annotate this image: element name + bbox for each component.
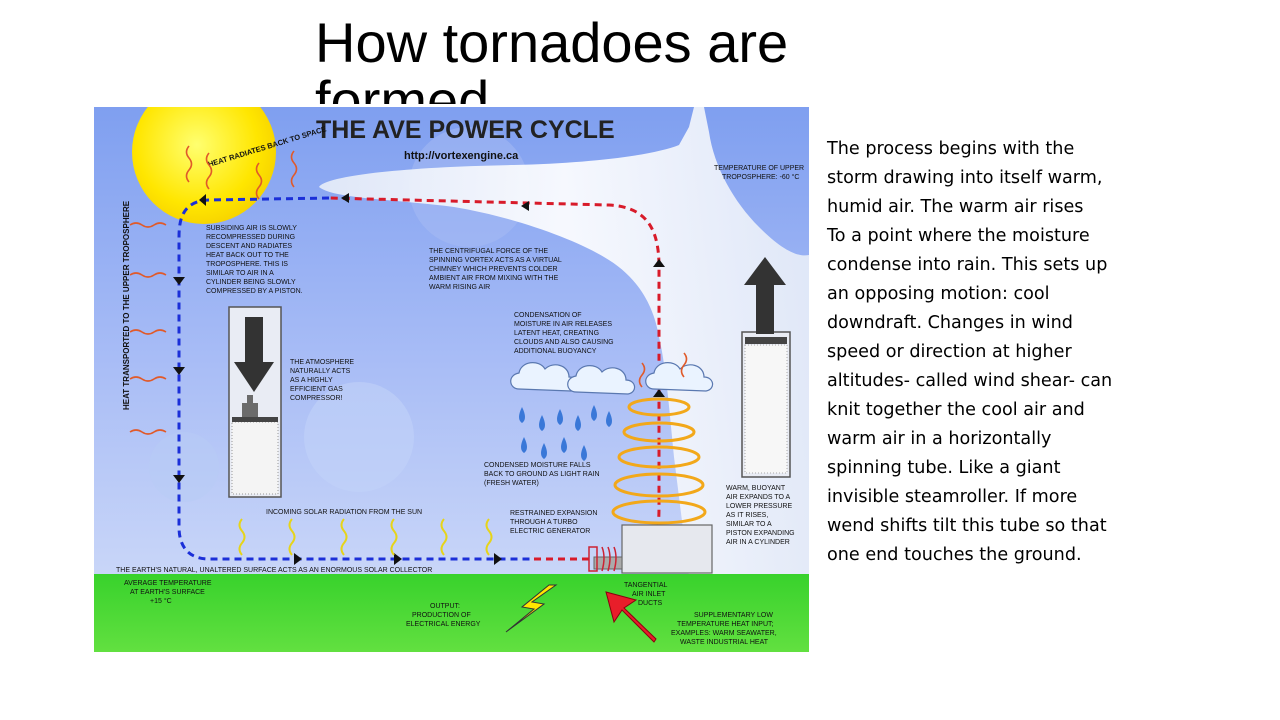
expansion-note: RESTRAINED EXPANSION THROUGH A TURBO ELE… <box>510 510 597 535</box>
svg-text:ELECTRIC GENERATOR: ELECTRIC GENERATOR <box>510 528 590 535</box>
atmosphere-note: THE ATMOSPHERE NATURALLY ACTS AS A HIGHL… <box>290 359 354 402</box>
svg-text:WARM, BUOYANT: WARM, BUOYANT <box>726 485 786 492</box>
heat-input-arrow <box>605 591 657 643</box>
svg-text:AS A HIGHLY: AS A HIGHLY <box>290 377 333 384</box>
svg-text:AMBIENT AIR FROM MIXING WITH T: AMBIENT AIR FROM MIXING WITH THE <box>429 275 559 282</box>
up-arrow-icon <box>744 257 786 285</box>
flow-direction-arrows <box>173 193 665 565</box>
svg-text:+15 °C: +15 °C <box>150 597 172 605</box>
rain-note: CONDENSED MOISTURE FALLS BACK TO GROUND … <box>484 462 600 487</box>
svg-text:TANGENTIAL: TANGENTIAL <box>624 582 668 589</box>
heat-transport-label: HEAT TRANSPORTED TO THE UPPER TROPOSPHER… <box>122 200 131 410</box>
svg-text:THROUGH A TURBO: THROUGH A TURBO <box>510 519 578 526</box>
vortex-funnel <box>319 107 809 577</box>
expansion-cylinder <box>741 257 791 478</box>
svg-text:ADDITIONAL BUOYANCY: ADDITIONAL BUOYANCY <box>514 348 597 355</box>
heat-wave-arrows <box>638 352 688 388</box>
svg-text:AVERAGE TEMPERATURE: AVERAGE TEMPERATURE <box>124 580 212 587</box>
surface-label: THE EARTH'S NATURAL, UNALTERED SURFACE A… <box>116 567 432 574</box>
svg-text:HEAT BACK OUT TO THE: HEAT BACK OUT TO THE <box>206 252 289 259</box>
svg-text:SIMILAR TO A: SIMILAR TO A <box>726 521 772 528</box>
heat-exchanger-icon <box>588 546 617 572</box>
centrifugal-note: THE CENTRIFUGAL FORCE OF THE SPINNING VO… <box>429 248 562 291</box>
svg-text:AIR IN A CYLINDER: AIR IN A CYLINDER <box>726 539 790 546</box>
svg-text:SUPPLEMENTARY LOW: SUPPLEMENTARY LOW <box>694 612 773 619</box>
svg-text:AIR EXPANDS TO A: AIR EXPANDS TO A <box>726 494 791 501</box>
solar-radiation-label: INCOMING SOLAR RADIATION FROM THE SUN <box>266 509 422 516</box>
average-temp-note: AVERAGE TEMPERATURE AT EARTH'S SURFACE +… <box>124 580 212 605</box>
explanation-paragraph-2: To a point where the moisture condense i… <box>827 226 1113 565</box>
svg-text:CONDENSED MOISTURE FALLS: CONDENSED MOISTURE FALLS <box>484 462 591 469</box>
vortex-base <box>621 524 713 574</box>
svg-text:CHIMNEY WHICH PREVENTS COLDER: CHIMNEY WHICH PREVENTS COLDER <box>429 266 558 273</box>
slide-title: How tornadoes are formed <box>315 14 789 104</box>
svg-text:EFFICIENT GAS: EFFICIENT GAS <box>290 386 343 393</box>
explanation-paragraph-1: The process begins with the storm drawin… <box>827 139 1103 217</box>
upper-temp-label-2: TROPOSPHERE: -60 °C <box>722 173 799 181</box>
figure-title: THE AVE POWER CYCLE <box>316 116 615 144</box>
svg-text:OUTPUT:: OUTPUT: <box>430 603 460 610</box>
output-note: OUTPUT: PRODUCTION OF ELECTRICAL ENERGY <box>406 603 481 628</box>
solar-radiation-arrows <box>238 518 493 556</box>
lightning-icon <box>505 584 558 633</box>
svg-text:WASTE INDUSTRIAL HEAT: WASTE INDUSTRIAL HEAT <box>680 639 769 646</box>
svg-text:COMPRESSOR!: COMPRESSOR! <box>290 395 343 402</box>
condensation-note: CONDENSATION OF MOISTURE IN AIR RELEASES… <box>514 312 614 355</box>
svg-text:WARM RISING AIR: WARM RISING AIR <box>429 284 490 291</box>
svg-text:TROPOSPHERE. THIS IS: TROPOSPHERE. THIS IS <box>206 261 288 268</box>
background-bubble <box>304 382 414 492</box>
spiral-vortex <box>611 397 707 525</box>
tangential-note: TANGENTIAL AIR INLET DUCTS <box>624 582 668 607</box>
down-arrow-icon <box>234 362 274 392</box>
svg-text:PISTON EXPANDING: PISTON EXPANDING <box>726 530 795 537</box>
cloud-icons <box>510 362 714 395</box>
supplementary-note: SUPPLEMENTARY LOW TEMPERATURE HEAT INPUT… <box>671 612 777 646</box>
svg-text:NATURALLY ACTS: NATURALLY ACTS <box>290 368 351 375</box>
figure-url: http://vortexengine.ca <box>404 150 519 162</box>
svg-text:MOISTURE IN AIR RELEASES: MOISTURE IN AIR RELEASES <box>514 321 612 328</box>
svg-text:SPINNING VORTEX ACTS AS A VIRT: SPINNING VORTEX ACTS AS A VIRTUAL <box>429 257 562 264</box>
svg-text:PRODUCTION OF: PRODUCTION OF <box>412 612 471 619</box>
ground <box>94 574 809 652</box>
descending-air-path <box>177 196 534 561</box>
svg-text:THE CENTRIFUGAL FORCE OF THE: THE CENTRIFUGAL FORCE OF THE <box>429 248 548 255</box>
svg-text:AIR INLET: AIR INLET <box>632 591 666 598</box>
svg-text:RESTRAINED EXPANSION: RESTRAINED EXPANSION <box>510 510 597 517</box>
svg-text:BACK TO GROUND AS LIGHT RAIN: BACK TO GROUND AS LIGHT RAIN <box>484 471 600 478</box>
subsiding-air-note: SUBSIDING AIR IS SLOWLY RECOMPRESSED DUR… <box>206 225 303 295</box>
svg-text:CLOUDS AND ALSO CAUSING: CLOUDS AND ALSO CAUSING <box>514 339 614 346</box>
svg-text:LATENT HEAT, CREATING: LATENT HEAT, CREATING <box>514 330 599 337</box>
background-bubble <box>149 432 219 502</box>
upper-temp-label-1: TEMPERATURE OF UPPER <box>714 165 804 172</box>
radiated-heat-arrows <box>129 145 298 435</box>
svg-text:COMPRESSED BY A PISTON.: COMPRESSED BY A PISTON. <box>206 288 303 295</box>
svg-text:ELECTRICAL ENERGY: ELECTRICAL ENERGY <box>406 621 481 628</box>
svg-text:TEMPERATURE HEAT INPUT;: TEMPERATURE HEAT INPUT; <box>677 621 774 628</box>
svg-text:SIMILAR TO AIR IN A: SIMILAR TO AIR IN A <box>206 270 274 277</box>
svg-text:EXAMPLES: WARM SEAWATER,: EXAMPLES: WARM SEAWATER, <box>671 630 777 637</box>
svg-text:SUBSIDING AIR IS SLOWLY: SUBSIDING AIR IS SLOWLY <box>206 225 297 232</box>
ave-power-cycle-diagram: THE AVE POWER CYCLE http://vortexengine.… <box>94 107 809 652</box>
compression-cylinder <box>228 306 282 498</box>
turbine-housing <box>593 556 623 570</box>
svg-text:DESCENT AND RADIATES: DESCENT AND RADIATES <box>206 243 292 250</box>
sun-icon <box>132 107 276 224</box>
svg-text:AT EARTH'S SURFACE: AT EARTH'S SURFACE <box>130 589 205 596</box>
explanation-text: The process begins with the storm drawin… <box>827 135 1127 570</box>
raindrop-icons <box>519 405 612 461</box>
svg-text:LOWER PRESSURE: LOWER PRESSURE <box>726 503 792 510</box>
svg-text:CYLINDER BEING SLOWLY: CYLINDER BEING SLOWLY <box>206 279 296 286</box>
svg-text:RECOMPRESSED DURING: RECOMPRESSED DURING <box>206 234 295 241</box>
svg-text:THE ATMOSPHERE: THE ATMOSPHERE <box>290 359 354 366</box>
svg-text:DUCTS: DUCTS <box>638 600 662 607</box>
svg-text:CONDENSATION OF: CONDENSATION OF <box>514 312 582 319</box>
svg-text:(FRESH WATER): (FRESH WATER) <box>484 480 539 487</box>
warm-air-note: WARM, BUOYANT AIR EXPANDS TO A LOWER PRE… <box>726 485 795 546</box>
svg-text:AS IT RISES,: AS IT RISES, <box>726 512 768 519</box>
